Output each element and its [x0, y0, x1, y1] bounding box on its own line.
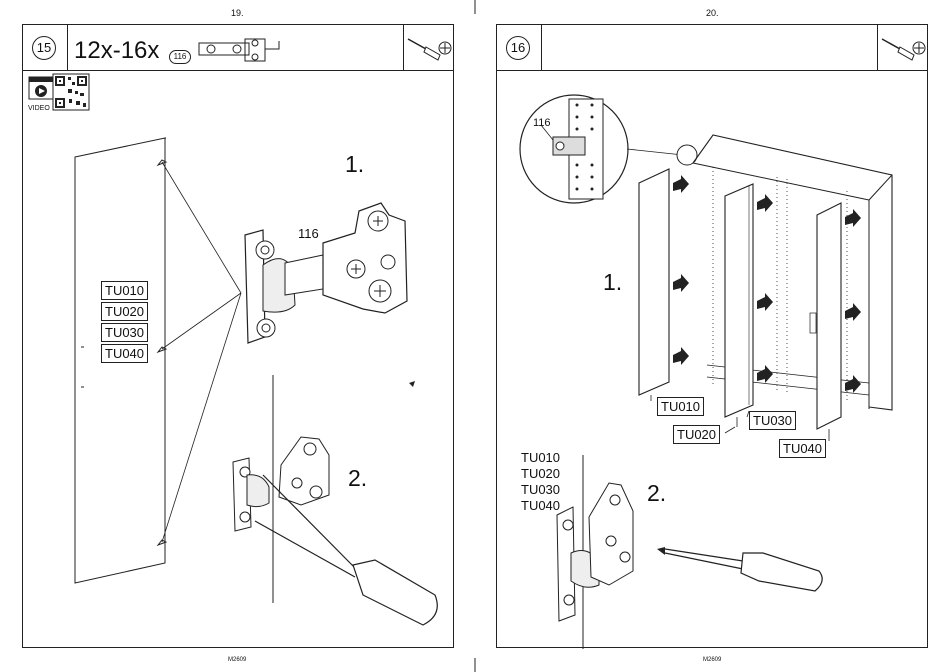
instruction-page-left: 15 12x-16x 116 VIDEO	[22, 24, 454, 648]
substep-2-label: 2.	[647, 480, 666, 507]
hinge-part-label: 116	[298, 226, 319, 241]
door-drawing-1	[639, 169, 669, 395]
hinge-closeup-2	[233, 437, 329, 531]
door-drawing-3	[810, 203, 841, 429]
door-label-2: TU020	[101, 302, 148, 321]
substep-1-label: 1.	[603, 269, 622, 296]
wardrobe-drawing	[497, 25, 929, 649]
side-list-item-3: TU030	[521, 482, 560, 497]
hinge-closeup-1	[245, 203, 407, 343]
side-list-item-1: TU010	[521, 450, 560, 465]
side-list-item-2: TU020	[521, 466, 560, 481]
door-label-tu030: TU030	[749, 411, 796, 430]
door-panel-drawing	[23, 25, 455, 649]
substep-1-label: 1.	[345, 151, 364, 178]
door-label-3: TU030	[101, 323, 148, 342]
door-label-tu040: TU040	[779, 439, 826, 458]
door-label-tu020: TU020	[673, 425, 720, 444]
instruction-page-right: 16	[496, 24, 928, 648]
screwdriver-drawing	[657, 547, 822, 591]
wardrobe-carcass	[693, 135, 892, 410]
substep-2-label: 2.	[348, 465, 367, 492]
door-drawing-2	[725, 184, 753, 417]
door-label-1: TU010	[101, 281, 148, 300]
detail-part-label: 116	[533, 117, 551, 129]
door-label-tu010: TU010	[657, 397, 704, 416]
hinge-detail-magnifier	[520, 95, 697, 203]
door-label-4: TU040	[101, 344, 148, 363]
hinge-closeup-bottom	[557, 455, 633, 649]
side-list-item-4: TU040	[521, 498, 560, 513]
